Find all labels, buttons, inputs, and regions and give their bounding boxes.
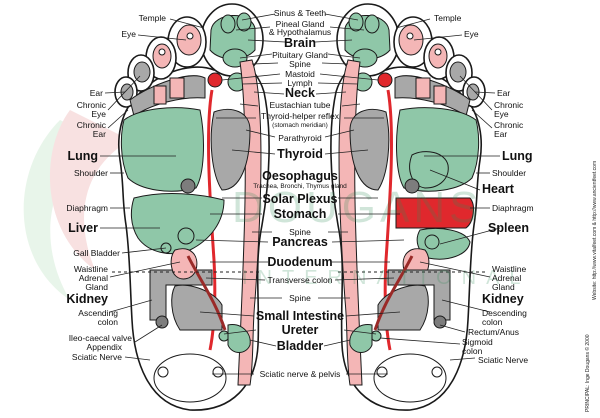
label-bladder: Bladder [277, 339, 324, 353]
label-adrenal-left-1: Adrenal [79, 273, 108, 283]
left-labels: Temple Eye Ear Chronic Eye Chronic Ear L… [66, 13, 166, 362]
label-solar-plexus: Solar Plexus [262, 192, 337, 206]
label-waistline-right: Waistline [492, 264, 526, 274]
label-duodenum: Duodenum [267, 255, 332, 269]
watermark-sub: INTERNATIONAL [242, 267, 531, 289]
center-labels: Sinus & Teeth Pineal Gland & Hypothalamu… [253, 8, 347, 379]
label-sigmoid-2: colon [462, 346, 483, 356]
label-parathyroid: Parathyroid [278, 133, 322, 143]
label-lung-left: Lung [67, 149, 98, 163]
label-ear-right: Ear [497, 88, 510, 98]
label-brain: Brain [284, 36, 316, 50]
label-mastoid: Mastoid [285, 69, 315, 79]
label-appendix: Appendix [87, 342, 123, 352]
label-chronic-eye-right-2: Eye [494, 109, 509, 119]
label-liver: Liver [68, 221, 98, 235]
label-adrenal-right-1: Adrenal [492, 273, 521, 283]
label-small-intestine: Small Intestine [256, 309, 344, 323]
label-heart: Heart [482, 182, 515, 196]
label-sinus-teeth: Sinus & Teeth [274, 8, 327, 18]
right-stomach-zone [395, 197, 474, 229]
publisher-text: PRINCIPAL: Inge Dougans © 2000 [584, 334, 591, 412]
right-foot-zones [338, 12, 480, 403]
label-spine-mid: Spine [289, 227, 311, 237]
label-shoulder-left: Shoulder [74, 168, 108, 178]
label-gall-bladder: Gall Bladder [73, 248, 120, 258]
label-transverse-colon: Transverse colon [268, 275, 333, 285]
label-pancreas: Pancreas [272, 235, 328, 249]
label-stomach-meridian: (stomach meridian) [272, 122, 328, 129]
label-ear-left: Ear [90, 88, 103, 98]
label-ileo-caecal: Ileo-caecal valve [69, 333, 133, 343]
label-rectum-anus: Rectum/Anus [468, 327, 519, 337]
right-heart-zone [409, 151, 449, 189]
label-spine-low: Spine [289, 293, 311, 303]
label-spleen: Spleen [488, 221, 529, 235]
label-lung-right: Lung [502, 149, 533, 163]
label-shoulder-right: Shoulder [492, 168, 526, 178]
label-descending-colon-2: colon [482, 317, 503, 327]
right-labels: Temple Eye Ear Chronic Eye Chronic Ear L… [434, 13, 534, 365]
label-spine-top: Spine [289, 59, 311, 69]
label-sigmoid-1: Sigmoid [462, 337, 493, 347]
label-diaphragm-left: Diaphragm [66, 203, 108, 213]
label-neck: Neck [285, 86, 315, 100]
label-ascending-colon-1: Ascending [78, 308, 118, 318]
label-waistline-left: Waistline [74, 264, 108, 274]
label-kidney-right: Kidney [482, 292, 524, 306]
label-chronic-eye-left-1: Chronic [77, 100, 107, 110]
label-chronic-ear-right-2: Ear [494, 129, 507, 139]
label-chronic-eye-left-2: Eye [91, 109, 106, 119]
label-chronic-ear-right-1: Chronic [494, 120, 524, 130]
label-adrenal-right-2: Gland [492, 282, 515, 292]
label-eye-right: Eye [464, 29, 479, 39]
watermark-text: DOUGANS INTERNATIONAL [232, 183, 531, 289]
label-trachea: Trachea, Bronchi, Thymus gland [253, 183, 347, 190]
label-diaphragm-right: Diaphragm [492, 203, 534, 213]
label-chronic-ear-left-1: Chronic [77, 120, 107, 130]
left-liver-zone [130, 193, 225, 254]
label-chronic-eye-right-1: Chronic [494, 100, 524, 110]
label-eustachian: Eustachian tube [270, 100, 331, 110]
label-thyroid-helper: Thyroid-helper reflex [261, 111, 340, 121]
label-adrenal-left-2: Gland [85, 282, 108, 292]
watermark-brand: DOUGANS [232, 183, 482, 232]
watermark-logo [23, 110, 130, 300]
label-ascending-colon-2: colon [98, 317, 119, 327]
left-foot-zones [120, 12, 262, 403]
label-temple-right: Temple [434, 13, 462, 23]
label-kidney-left: Kidney [66, 292, 108, 306]
label-descending-colon-1: Descending [482, 308, 527, 318]
label-sciatic-nerve-right: Sciatic Nerve [478, 355, 528, 365]
label-pituitary: Pituitary Gland [272, 50, 328, 60]
label-chronic-ear-left-2: Ear [93, 129, 106, 139]
left-lung-zone [120, 107, 204, 192]
label-sciatic-pelvis: Sciatic nerve & pelvis [260, 369, 341, 379]
label-thyroid: Thyroid [277, 147, 323, 161]
label-stomach: Stomach [274, 207, 327, 221]
label-sciatic-nerve-left: Sciatic Nerve [72, 352, 122, 362]
label-lymph: Lymph [287, 78, 312, 88]
label-hypothalamus: & Hypothalamus [269, 27, 331, 37]
leader-lines [100, 13, 501, 375]
label-eye-left: Eye [121, 29, 136, 39]
label-pineal: Pineal Gland [276, 19, 325, 29]
label-ureter: Ureter [282, 323, 319, 337]
label-temple-left: Temple [139, 13, 167, 23]
label-oesophagus: Oesophagus [262, 169, 338, 183]
website-text: Website: http://www.vitalfeet.com & http… [592, 161, 598, 300]
